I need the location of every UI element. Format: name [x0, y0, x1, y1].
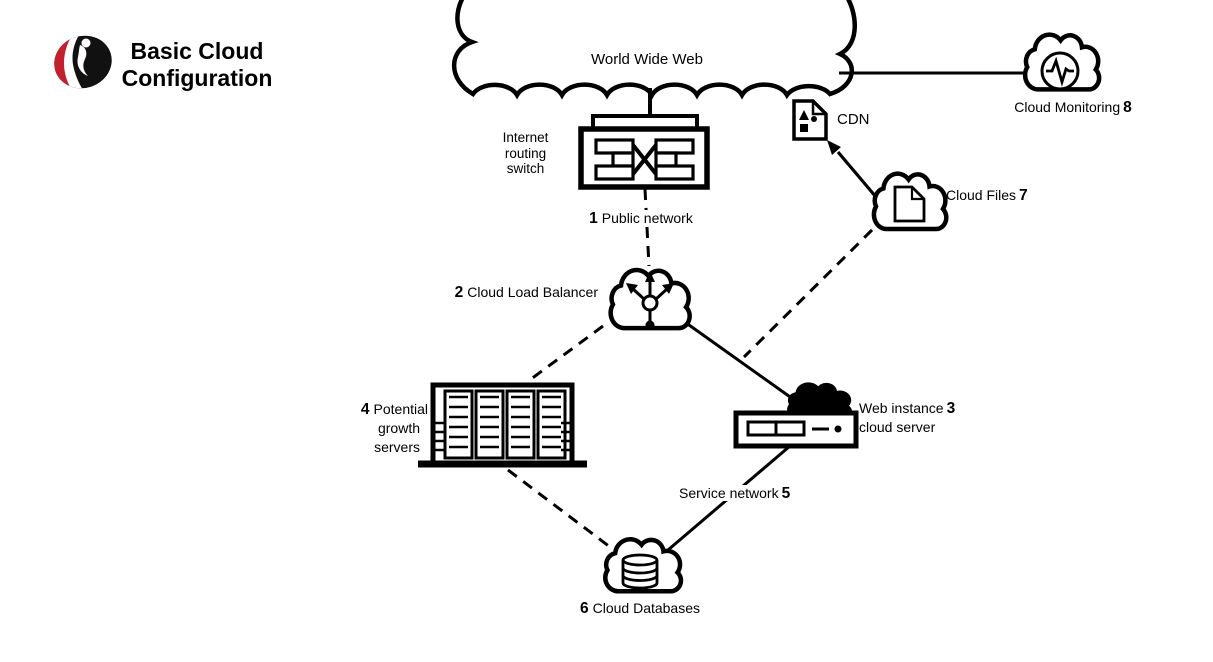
cdn-label: CDN: [837, 111, 870, 128]
web-instance-label-line2: cloud server: [859, 419, 936, 435]
servers-to-databases-dashed-line: [507, 468, 611, 549]
monitoring-label: Cloud Monitoring: [1014, 99, 1121, 115]
growth-servers-label-line2: growth: [377, 420, 420, 436]
growth-servers-label-line1: Potential: [373, 401, 428, 417]
title-line-1: Basic Cloud: [130, 38, 264, 64]
public-network-number: 1: [589, 210, 598, 227]
cloud-files-label: Cloud Files: [946, 187, 1017, 203]
load-balancer-cloud-icon: [611, 270, 690, 329]
label-cdn: CDN: [837, 111, 870, 128]
database-cloud-icon: [605, 539, 681, 591]
files-to-webinstance-dashed-line: [742, 228, 874, 359]
label-internet-routing-switch: Internet routing switch: [478, 130, 573, 177]
web-instance-label-line1: Web instance: [859, 400, 944, 416]
www-label: World Wide Web: [591, 51, 703, 68]
balancer-to-webinstance-line: [681, 318, 801, 406]
growth-servers-label-line3: servers: [374, 439, 420, 455]
public-network-dashed-line: [643, 188, 651, 267]
databases-number: 6: [579, 600, 589, 617]
label-world-wide-web: World Wide Web: [547, 51, 747, 68]
balancer-to-servers-dashed-line: [526, 324, 604, 384]
public-network-label: Public network: [601, 210, 693, 226]
routing-switch-icon: [578, 114, 710, 190]
web-instance-number: 3: [946, 400, 956, 417]
service-network-label: Service network: [679, 485, 779, 501]
cloud-files-number: 7: [1019, 187, 1028, 204]
growth-servers-number: 4: [360, 401, 370, 418]
databases-label: Cloud Databases: [592, 600, 701, 616]
monitoring-number: 8: [1123, 99, 1132, 116]
file-cloud-icon: [874, 174, 946, 229]
load-balancer-label: Cloud Load Balancer: [467, 284, 598, 300]
load-balancer-number: 2: [454, 284, 464, 301]
title-line-2: Configuration: [121, 65, 273, 91]
cdn-document-icon: [792, 99, 828, 141]
www-cloud: [451, 0, 857, 100]
rackspace-logo: [50, 31, 112, 93]
switch-label-line1: Internet: [502, 130, 549, 145]
server-rack-icon: [418, 382, 587, 468]
files-to-cdn-arrow: [827, 140, 878, 199]
switch-label-line3: switch: [506, 161, 545, 176]
switch-label-line2: routing: [504, 145, 547, 161]
page-title: Basic Cloud Configuration: [112, 38, 282, 92]
cloud-server-icon: [733, 382, 859, 449]
monitoring-cloud-icon: [1025, 35, 1099, 90]
service-network-number: 5: [781, 485, 791, 502]
